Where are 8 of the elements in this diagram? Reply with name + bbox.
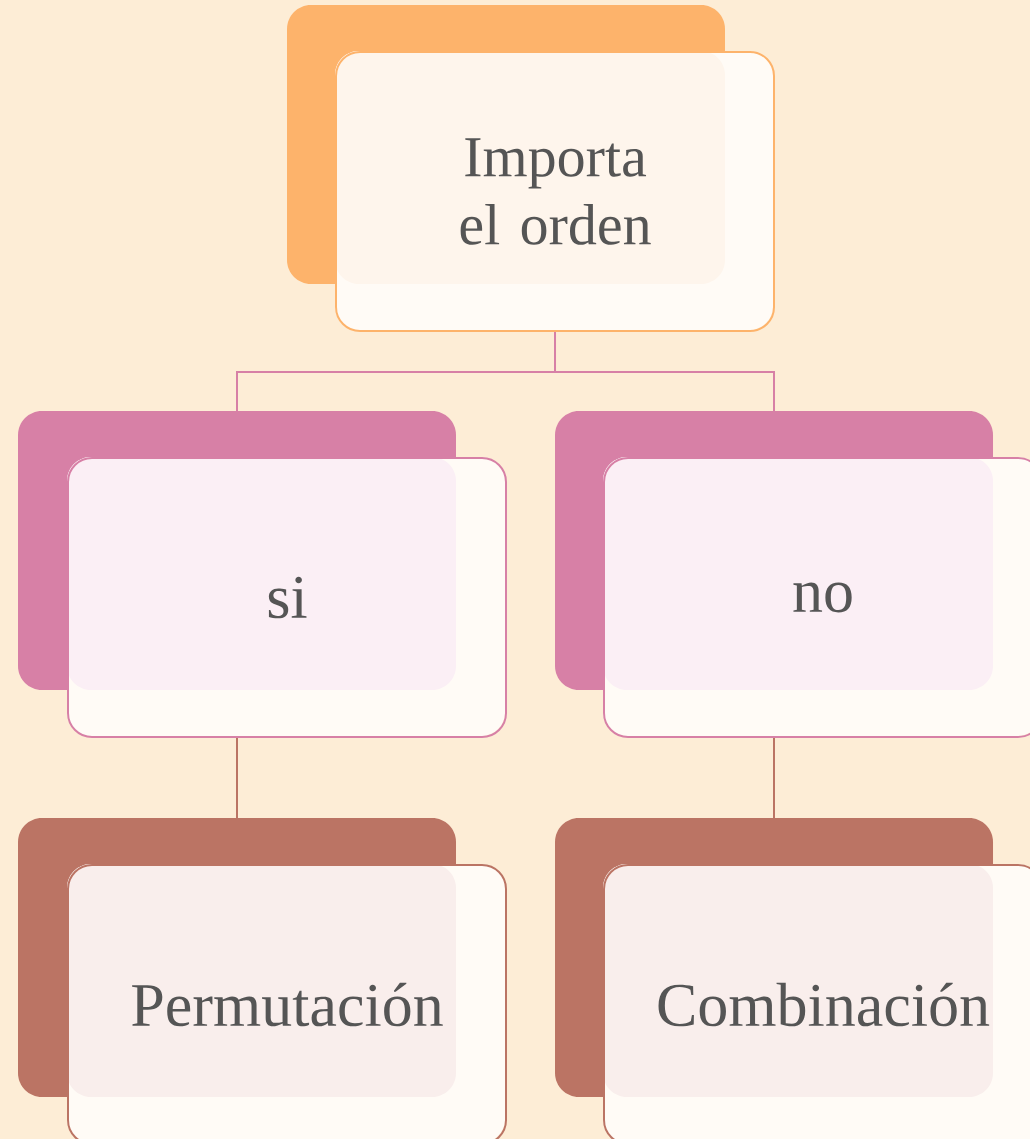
process-box: Importa el orden (287, 5, 775, 332)
connector-line (773, 737, 775, 819)
process-box: no (555, 411, 1030, 738)
process-box: Combinación (555, 818, 1030, 1139)
connector-line (554, 331, 775, 412)
process-box: si (18, 411, 507, 738)
process-box: Permutación (18, 818, 507, 1139)
connector-line (236, 737, 238, 819)
